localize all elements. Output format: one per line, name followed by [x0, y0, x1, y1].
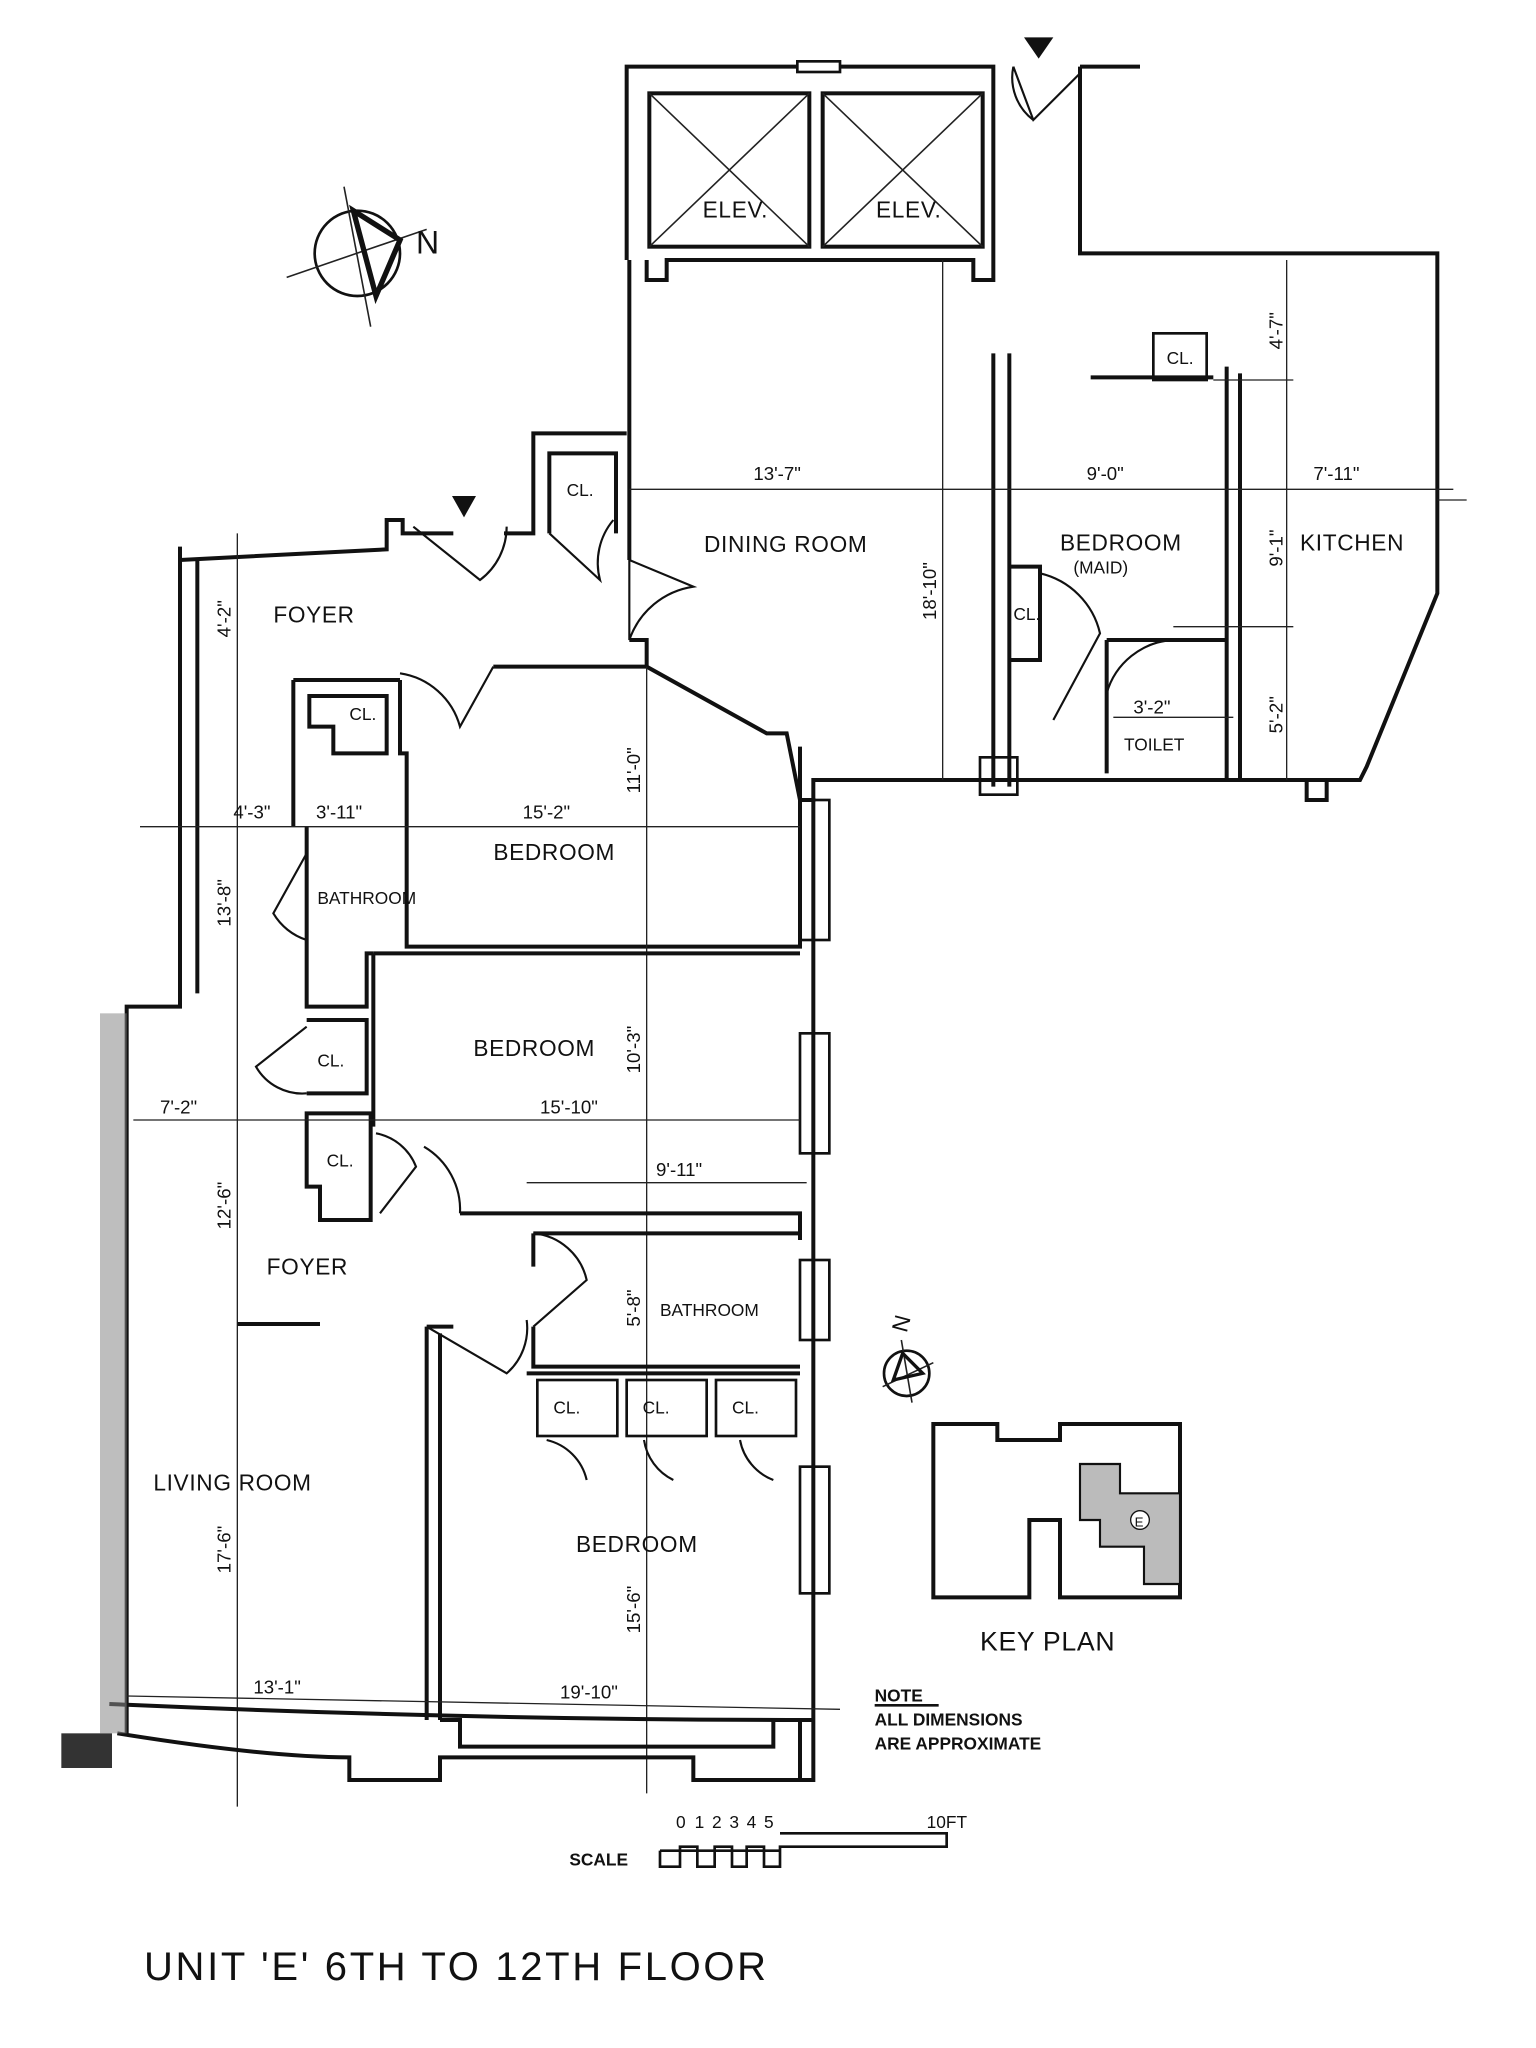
scale-label: SCALE [569, 1849, 628, 1869]
entry-marker-icon [1024, 37, 1054, 59]
key-north-arrow-icon: N [882, 1311, 934, 1403]
dim-kitchen-lower: 5'-2" [1266, 696, 1287, 733]
note: NOTE ALL DIMENSIONS ARE APPROXIMATE [874, 1685, 1042, 1753]
scale-tick-1: 1 [695, 1812, 705, 1832]
foyer-top-label: FOYER [273, 602, 354, 628]
kitchen-label: KITCHEN [1300, 530, 1404, 556]
maid-closet-label: CL. [1013, 604, 1040, 624]
dim-toilet-width: 3'-2" [1133, 696, 1170, 717]
dim-bath2-depth: 5'-8" [623, 1290, 644, 1327]
key-north-label: N [886, 1311, 916, 1334]
note-line-1: ALL DIMENSIONS [875, 1709, 1023, 1729]
dim-living-depth: 17'-6" [214, 1526, 235, 1574]
upper-wing-walls: CL. CL. [627, 260, 1327, 802]
dim-foyer2-depth: 12'-6" [214, 1182, 235, 1230]
elevator-2-label: ELEV. [876, 196, 941, 222]
dimension-labels: 13'-7" 9'-0" 7'-11" 4'-7" 9'-1" 5'-2" 3'… [160, 312, 1359, 1702]
note-line-2: ARE APPROXIMATE [875, 1733, 1042, 1753]
closet-c-label: CL. [732, 1397, 759, 1417]
scale-tick-0: 0 [676, 1812, 686, 1832]
note-heading: NOTE [875, 1685, 923, 1705]
bedroom-3-label: BEDROOM [576, 1531, 698, 1557]
maid-note-label: (MAID) [1073, 557, 1128, 577]
bedroom-2-label: BEDROOM [473, 1035, 595, 1061]
north-arrow-icon: N [286, 186, 440, 327]
dim-foyer2-width: 7'-2" [160, 1096, 197, 1117]
dim-bedroom3-width: 19'-10" [560, 1682, 618, 1703]
service-entry [1011, 37, 1440, 802]
bedroom2-closet-label: CL. [317, 1051, 344, 1071]
bedroom-wing-walls: CL. [140, 664, 831, 1794]
key-plan-unit-marker: E [1135, 1515, 1144, 1530]
dim-bedroom2-depth: 10'-3" [623, 1026, 644, 1074]
dim-dining-width: 13'-7" [753, 463, 801, 484]
elevator-1-label: ELEV. [703, 196, 768, 222]
bathroom-1-label: BATHROOM [317, 888, 416, 908]
elevator-core: ELEV. ELEV. [624, 59, 996, 282]
dim-kitchen-mid: 9'-1" [1266, 530, 1287, 567]
key-plan-unit-hatch [1078, 1462, 1182, 1586]
dim-hall-length: 13'-8" [214, 879, 235, 927]
closet-a-label: CL. [553, 1397, 580, 1417]
key-plan-label: KEY PLAN [980, 1627, 1115, 1657]
dim-kitchen-width: 7'-11" [1313, 463, 1359, 484]
dim-bedroom1-depth: 11'-0" [623, 747, 644, 793]
dining-room-label: DINING ROOM [704, 531, 867, 557]
kitchen-closet-label: CL. [1167, 348, 1194, 368]
dim-bedroom3-depth: 15'-6" [623, 1586, 644, 1634]
dim-bath2-width: 9'-11" [656, 1159, 702, 1180]
foyer-closet-label: CL. [567, 480, 594, 500]
scale-tick-3: 3 [729, 1812, 739, 1832]
living-room-label: LIVING ROOM [153, 1470, 311, 1496]
toilet-label: TOILET [1124, 735, 1185, 755]
foyer-bottom-label: FOYER [267, 1254, 348, 1280]
bedroom1-closet-label: CL. [349, 704, 376, 724]
bathroom-2-label: BATHROOM [660, 1300, 759, 1320]
dim-dining-depth: 18'-10" [919, 562, 940, 620]
scale-tick-2: 2 [712, 1812, 722, 1832]
key-plan: E KEY PLAN [931, 1422, 1182, 1657]
dim-bath1-width: 3'-11" [316, 802, 362, 823]
scale-bar: SCALE 0 1 2 3 4 5 10FT [569, 1812, 967, 1869]
dim-hall-width: 4'-3" [233, 802, 270, 823]
closet-b-label: CL. [643, 1397, 670, 1417]
entry-marker-icon [452, 496, 476, 518]
bedroom-2-walls: CL. CL. [133, 951, 807, 1240]
scale-tick-4: 4 [747, 1812, 757, 1832]
foyer2-closet-label: CL. [327, 1151, 354, 1171]
dim-maid-width: 9'-0" [1087, 463, 1124, 484]
dim-kitchen-upper: 4'-7" [1266, 312, 1287, 349]
bedroom-1-label: BEDROOM [493, 839, 615, 865]
plan-title: UNIT 'E' 6TH TO 12TH FLOOR [144, 1945, 769, 1989]
room-labels: DINING ROOM BEDROOM (MAID) KITCHEN TOILE… [153, 530, 1404, 1557]
maid-bedroom-label: BEDROOM [1060, 530, 1182, 556]
living-wing-walls [61, 1013, 841, 1782]
dim-foyer-depth: 4'-2" [214, 600, 235, 637]
dim-living-width: 13'-1" [253, 1676, 301, 1697]
scale-tick-5: 5 [764, 1812, 774, 1832]
north-label: N [416, 224, 440, 260]
bathroom-2-walls: CL. CL. CL. [426, 1231, 800, 1481]
dim-bedroom2-width: 15'-10" [540, 1096, 598, 1117]
dimension-lines-upper [629, 260, 1467, 780]
scale-end: 10FT [927, 1812, 968, 1832]
dim-bedroom1-width: 15'-2" [523, 802, 571, 823]
column-block [61, 1733, 112, 1768]
shaded-window-wall [100, 1013, 127, 1734]
